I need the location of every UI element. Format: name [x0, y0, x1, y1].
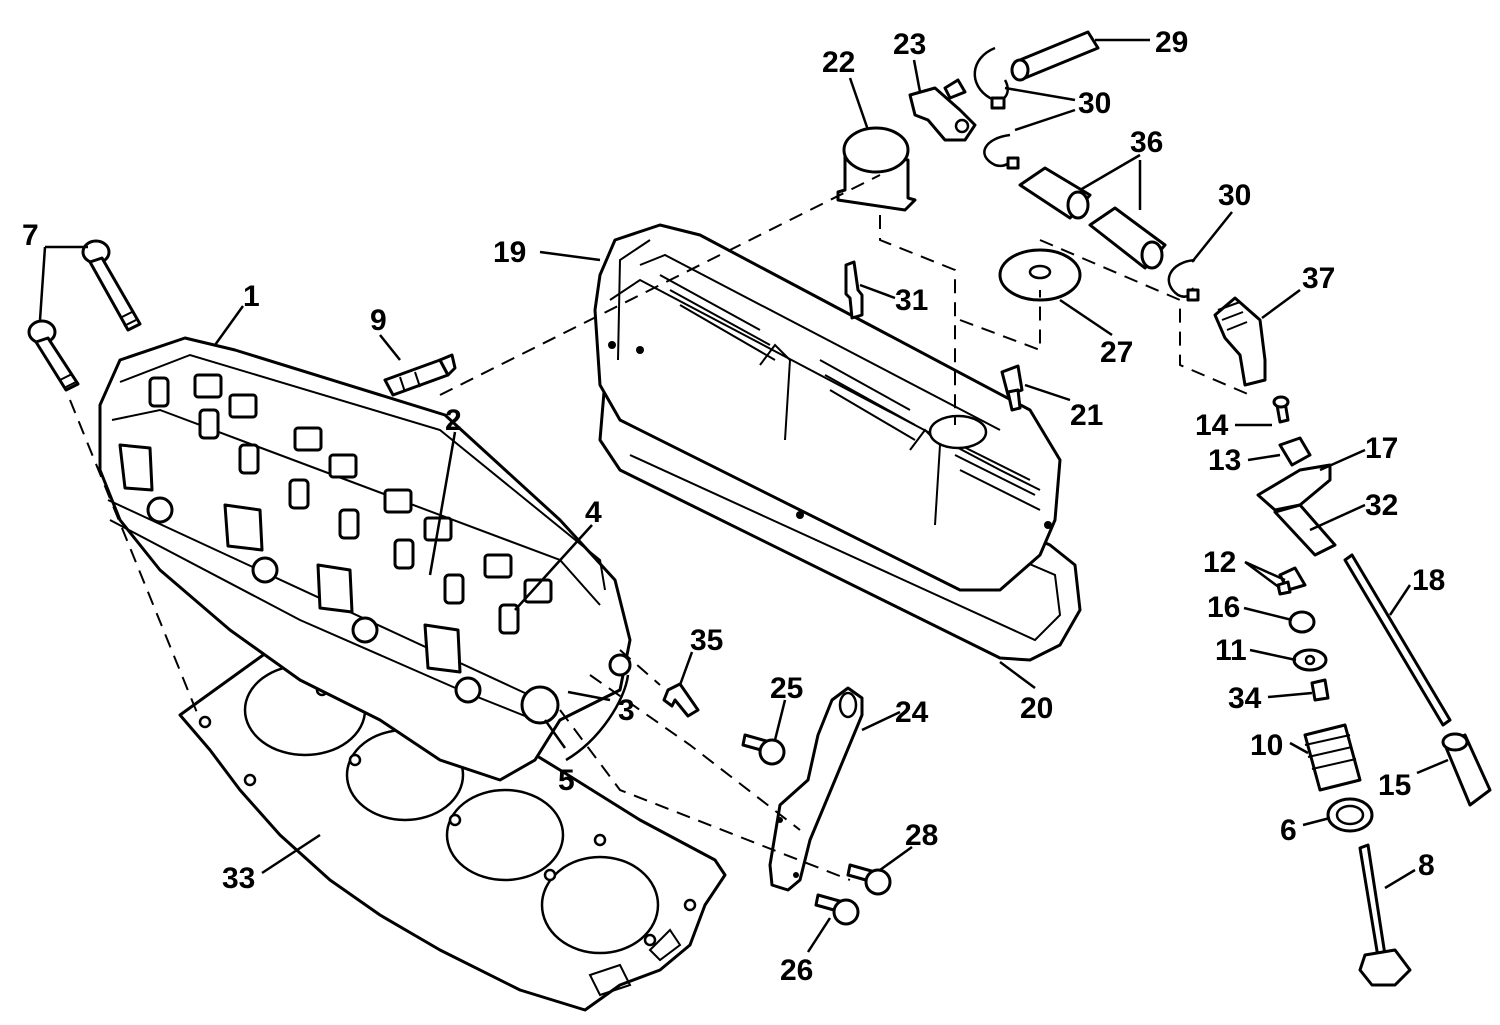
oil-filler-cap [836, 126, 917, 212]
callout-12: 12 [1203, 546, 1236, 579]
callout-24: 24 [895, 696, 929, 729]
pcv-valve [908, 78, 977, 142]
callout-13: 13 [1208, 444, 1241, 477]
callout-16: 16 [1207, 591, 1240, 624]
callout-21: 21 [1070, 399, 1103, 432]
callout-26: 26 [780, 954, 813, 987]
callout-32: 32 [1365, 489, 1398, 522]
callout-14: 14 [1195, 409, 1229, 442]
callout-36: 36 [1130, 126, 1163, 159]
callout-34: 34 [1228, 682, 1262, 715]
callout-29: 29 [1155, 26, 1188, 59]
callout-20: 20 [1020, 692, 1053, 725]
callout-7: 7 [22, 219, 39, 252]
callout-9: 9 [370, 304, 387, 337]
callout-labels: 1 2 3 4 5 6 7 8 9 10 11 12 13 14 15 16 1… [22, 26, 1445, 987]
callout-10: 10 [1250, 729, 1283, 762]
callout-30b: 30 [1218, 179, 1251, 212]
callout-28: 28 [905, 819, 938, 852]
callout-27: 27 [1100, 336, 1133, 369]
callout-19: 19 [493, 236, 526, 269]
callout-11: 11 [1215, 634, 1247, 667]
cylinder-head [98, 336, 632, 782]
bracket-bolts [741, 733, 892, 926]
grommet [998, 248, 1082, 302]
callout-25: 25 [770, 672, 803, 705]
callout-3: 3 [618, 694, 635, 727]
callout-22: 22 [822, 46, 855, 79]
callout-18: 18 [1412, 564, 1445, 597]
breather-fitting [844, 260, 864, 320]
bracket [768, 686, 864, 892]
spark-plug [383, 353, 457, 397]
hose-clamps [973, 46, 1200, 302]
elbow-fitting [1213, 296, 1267, 387]
leader-lines [38, 38, 1449, 953]
hoses-long [1018, 166, 1167, 270]
callout-17: 17 [1365, 432, 1398, 465]
cover-bolt [1000, 364, 1024, 412]
head-bolts [27, 239, 142, 392]
callout-35: 35 [690, 624, 723, 657]
callout-5: 5 [558, 764, 575, 797]
rocker-assembly [1256, 395, 1337, 557]
head-gasket [178, 630, 727, 1012]
callout-23: 23 [893, 28, 926, 61]
callout-8: 8 [1418, 849, 1435, 882]
callout-37: 37 [1302, 262, 1335, 295]
callout-33: 33 [222, 862, 255, 895]
callout-2: 2 [445, 404, 462, 437]
valve-cover [593, 223, 1062, 592]
callout-15: 15 [1378, 769, 1411, 802]
clip [662, 682, 700, 718]
callout-4: 4 [585, 496, 602, 529]
hose-short [1010, 30, 1100, 82]
callout-31: 31 [895, 284, 928, 317]
callout-6: 6 [1280, 814, 1297, 847]
alignment-lines [69, 174, 1251, 881]
callout-1: 1 [243, 280, 260, 313]
callout-30a: 30 [1078, 87, 1111, 120]
